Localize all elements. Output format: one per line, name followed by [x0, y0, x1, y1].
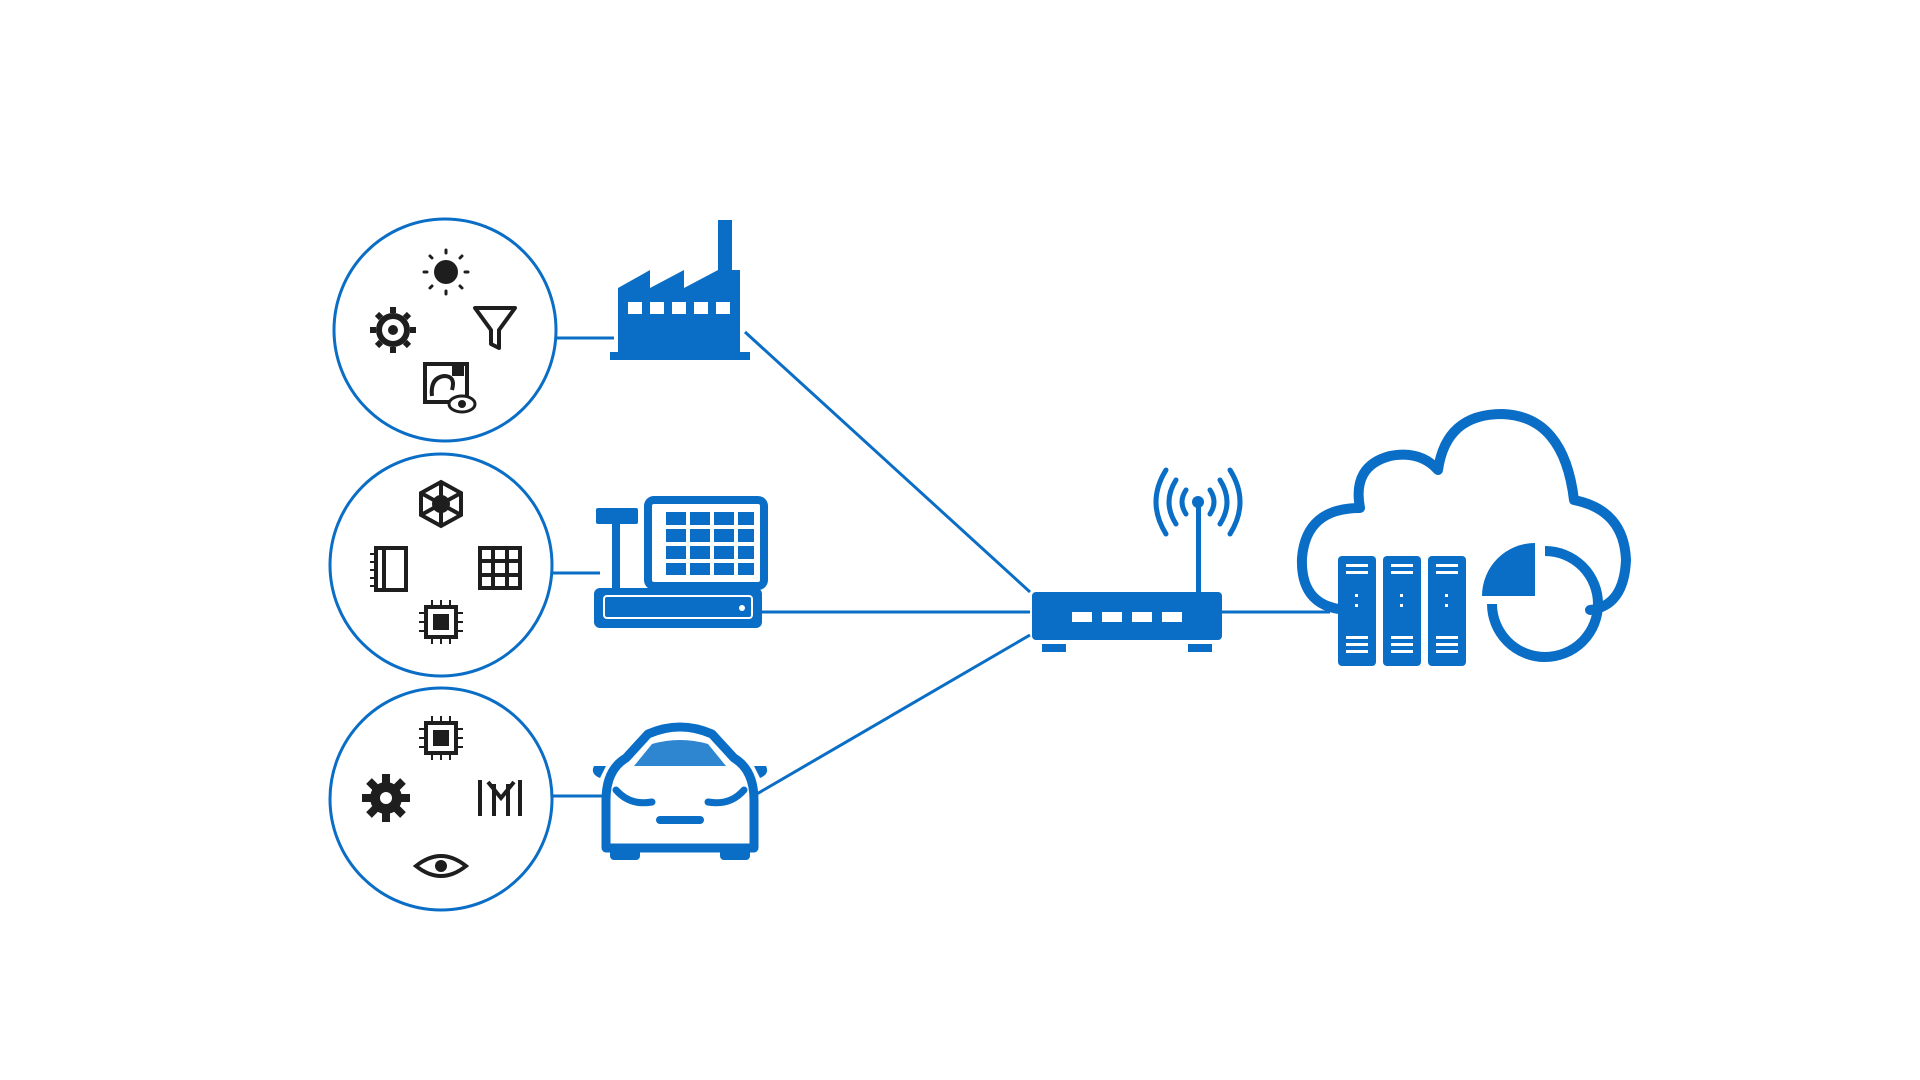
- factory-icon: [610, 220, 750, 360]
- wifi-signal-icon: [1153, 467, 1243, 537]
- chip-icon: [419, 600, 463, 644]
- capability-circle-car: [328, 686, 554, 912]
- server-rack-icon: [1383, 556, 1421, 666]
- pos-terminal-icon: [594, 496, 768, 628]
- network-sphere-icon: [419, 479, 463, 529]
- pie-chart-icon: [1482, 543, 1603, 662]
- gear-icon: [370, 307, 416, 353]
- film-strip-icon: [370, 546, 408, 592]
- link-factory-router: [743, 330, 1032, 594]
- capability-circle-pos: [328, 452, 554, 678]
- car-icon: [592, 722, 768, 860]
- wifi-router-icon: [1032, 467, 1243, 652]
- grid-icon: [478, 546, 522, 590]
- eye-icon: [412, 854, 470, 878]
- server-rack-icon: [1338, 556, 1376, 666]
- link-car-router: [754, 633, 1031, 797]
- cloud-servers-icon: [1296, 409, 1631, 666]
- capability-circle-factory: [332, 217, 558, 443]
- sun-icon: [422, 248, 470, 296]
- connection-lines: [550, 330, 1330, 798]
- measure-chart-icon: [478, 780, 522, 816]
- server-rack-icon: [1428, 556, 1466, 666]
- image-eye-icon: [423, 362, 477, 414]
- cog-icon: [362, 774, 410, 822]
- chip-icon: [419, 716, 463, 760]
- filter-icon: [473, 306, 517, 350]
